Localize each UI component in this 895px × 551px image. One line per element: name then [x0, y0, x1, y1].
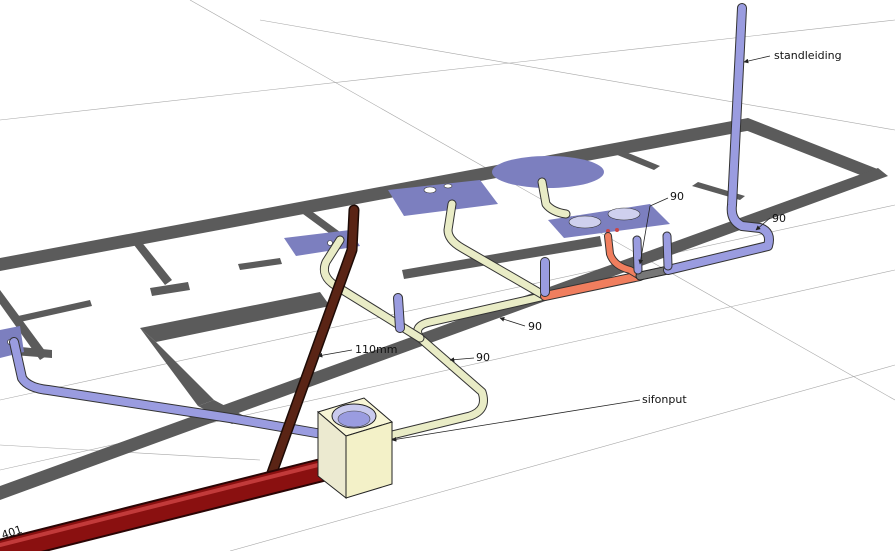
labels: standleiding 90 90 90 90 110mm sifonput …	[0, 49, 842, 542]
fixture-plates	[0, 156, 670, 358]
pipe-network	[0, 3, 774, 551]
label-corner-mark: 401	[0, 523, 24, 542]
label-siphon-pit: sifonput	[642, 393, 687, 406]
fixture-plate-square	[388, 180, 498, 216]
label-main-pipe-size: 110mm	[355, 343, 397, 356]
leader-lines	[317, 55, 771, 442]
label-elbow-top-right: 90	[670, 190, 684, 203]
fixture-plate-oval	[492, 156, 604, 188]
siphon-pit	[316, 397, 394, 500]
label-standpipe: standleiding	[774, 49, 842, 62]
label-elbow-lower: 90	[476, 351, 490, 364]
label-elbow-upper: 90	[772, 212, 786, 225]
floor-plan-walls	[0, 118, 888, 500]
label-elbow-mid: 90	[528, 320, 542, 333]
